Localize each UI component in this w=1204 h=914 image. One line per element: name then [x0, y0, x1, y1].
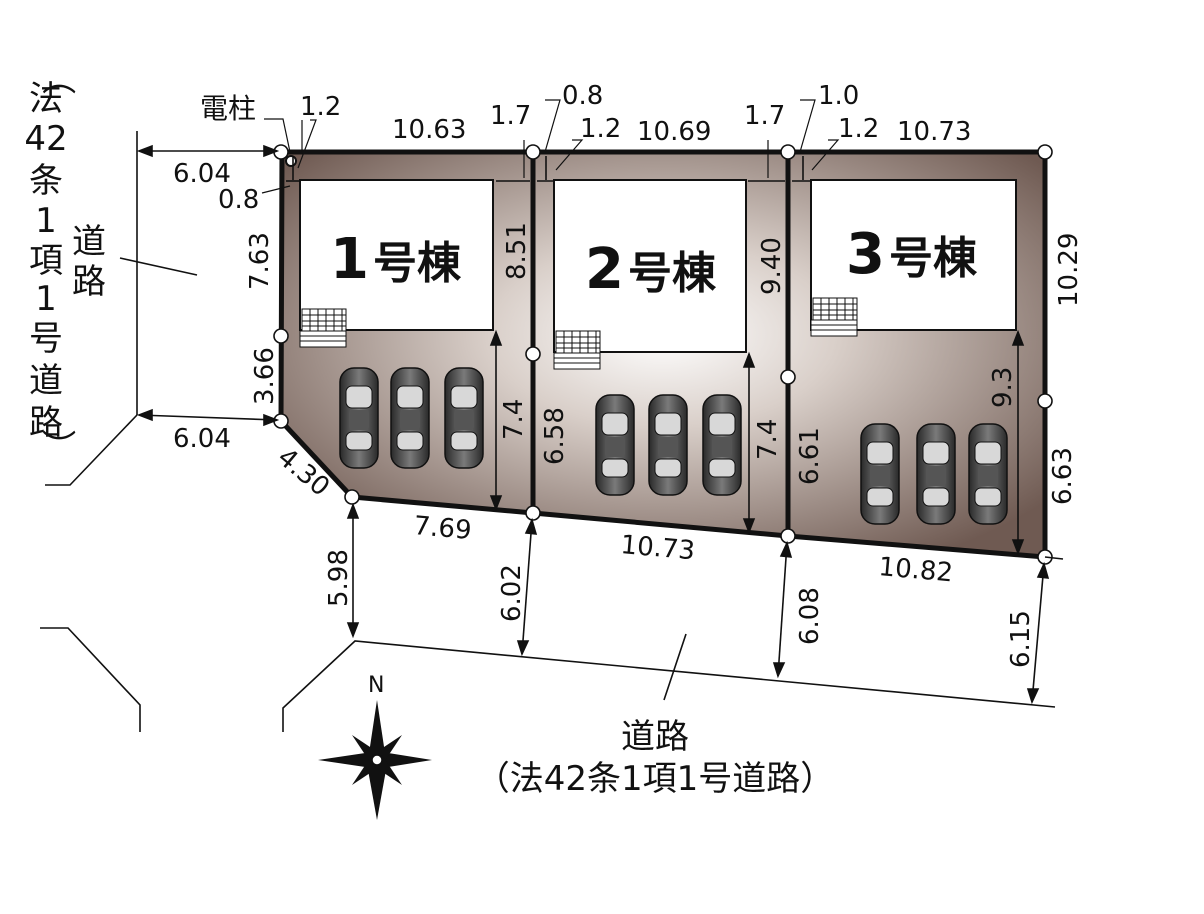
dim-setback-1-2a: 1.2	[300, 92, 341, 122]
dim-road-6-15: 6.15	[1006, 610, 1036, 668]
bottom-road-legal-class: （法42条1項1号道路）	[476, 759, 835, 799]
leader-lines	[261, 99, 840, 194]
svg-text:N: N	[368, 673, 384, 698]
dimension-lines	[136, 144, 1050, 705]
left-road-legal-class: （ 法 42 条 1 項 1 号 道 路 ）	[24, 61, 77, 463]
dim-9-40: 9.40	[757, 237, 787, 295]
dim-top-lot-2: 10.69	[637, 117, 711, 147]
dim-setback-1-2b: 1.2	[580, 114, 621, 144]
compass-rose-icon: N	[318, 673, 432, 820]
building-3-label: 3号棟	[846, 222, 978, 287]
svg-text:法: 法	[29, 79, 63, 119]
svg-text:1: 1	[35, 279, 57, 319]
dim-left-width-top: 6.04	[173, 159, 231, 189]
dim-road-6-02: 6.02	[497, 564, 527, 622]
dim-top-lot-3: 10.73	[897, 117, 971, 147]
entrance-stairs-3	[810, 297, 858, 337]
building-2-label: 2号棟	[585, 237, 717, 302]
dim-10-29: 10.29	[1054, 233, 1084, 307]
dim-setback-0-8b: 0.8	[562, 81, 603, 111]
dim-road-5-98: 5.98	[324, 549, 354, 607]
dim-setback-1-2c: 1.2	[838, 114, 879, 144]
dim-7-4b: 7.4	[753, 419, 783, 460]
dim-left-width-bottom: 6.04	[173, 424, 231, 454]
dim-bottom-10-73: 10.73	[619, 530, 696, 566]
dim-6-63: 6.63	[1048, 447, 1078, 505]
utility-pole-label: 電柱	[200, 92, 256, 125]
dim-setback-1-0: 1.0	[818, 81, 859, 111]
dim-setback-0-8a: 0.8	[218, 185, 259, 215]
bottom-road-name: 道路	[621, 717, 689, 757]
dim-6-61: 6.61	[795, 427, 825, 485]
entrance-stairs-2	[553, 330, 601, 370]
dim-setback-1-7a: 1.7	[490, 101, 531, 131]
dim-setback-1-7b: 1.7	[744, 101, 785, 131]
left-road-lines	[45, 131, 198, 486]
building-1-label: 1号棟	[330, 227, 462, 292]
bottom-road-lines	[40, 556, 1064, 732]
parking-cars-2	[595, 394, 742, 496]
dim-top-lot-1: 10.63	[392, 115, 466, 145]
dim-9-3: 9.3	[988, 367, 1018, 408]
svg-text:項: 項	[29, 241, 63, 281]
dim-bottom-10-82: 10.82	[877, 552, 954, 588]
svg-text:路: 路	[72, 262, 106, 302]
dim-6-58: 6.58	[540, 407, 570, 465]
entrance-stairs-1	[299, 308, 347, 348]
svg-text:（: （	[37, 61, 77, 95]
dim-8-51: 8.51	[502, 222, 532, 280]
dim-left-3-66: 3.66	[250, 347, 280, 405]
svg-text:42: 42	[24, 119, 67, 159]
svg-text:号: 号	[29, 319, 63, 359]
svg-text:条: 条	[29, 161, 63, 201]
svg-text:道: 道	[72, 222, 106, 262]
svg-text:道: 道	[29, 361, 63, 401]
svg-text:）: ）	[37, 429, 77, 463]
dim-bottom-7-69: 7.69	[412, 511, 472, 546]
building-2-footprint	[553, 179, 747, 353]
left-road-name: 道 路	[72, 222, 106, 302]
parking-cars-3	[860, 423, 1008, 525]
svg-text:路: 路	[29, 403, 63, 443]
dim-left-7-63: 7.63	[245, 232, 275, 290]
dim-7-4a: 7.4	[499, 399, 529, 440]
boundary-markers	[273, 144, 1053, 565]
parking-cars-1	[339, 367, 484, 469]
svg-text:1: 1	[35, 201, 57, 241]
building-1-footprint	[299, 179, 494, 331]
dim-road-6-08: 6.08	[795, 587, 825, 645]
lot-boundary	[278, 149, 1048, 560]
utility-pole-icon	[285, 155, 297, 167]
